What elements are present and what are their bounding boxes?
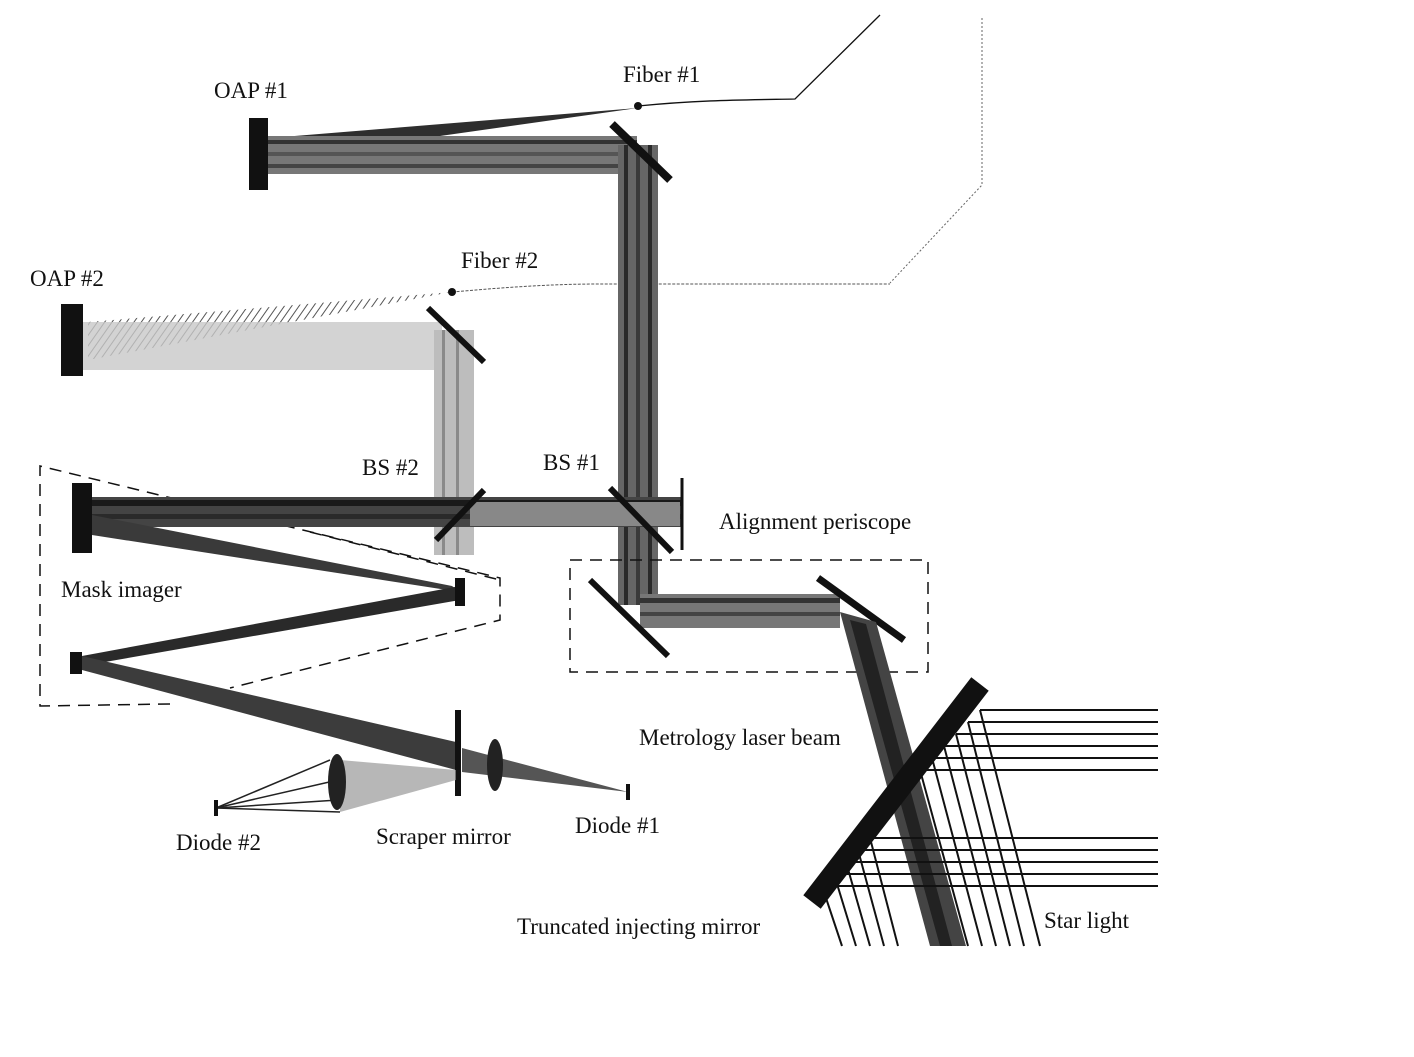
oap1-mirror [249, 118, 268, 190]
fiber-1-tip [634, 102, 642, 110]
oap2-mirror [61, 304, 83, 376]
label-bs1: BS #1 [543, 450, 600, 475]
mask-imager-mirror-left [70, 652, 82, 674]
diode2-lens [328, 754, 346, 810]
fiber-2-line [451, 283, 890, 293]
truncated-injecting-mirror [803, 677, 989, 909]
label-star-light: Star light [1044, 908, 1129, 933]
mask-imager-beam-1 [92, 515, 460, 592]
mask-imager-mirror-top [72, 483, 92, 553]
label-diode1: Diode #1 [575, 813, 660, 838]
label-fiber1: Fiber #1 [623, 62, 701, 87]
label-bs2: BS #2 [362, 455, 419, 480]
diode2-beam [340, 760, 456, 812]
mask-imager-beam-3 [82, 656, 456, 770]
periscope-upper-mirror [815, 575, 907, 643]
mask-imager-beam-2 [82, 586, 460, 666]
fiber-1-dotted-loop [889, 18, 983, 284]
label-oap2: OAP #2 [30, 266, 104, 291]
fiber-1-line [637, 14, 881, 107]
fold-mirror-1 [609, 121, 673, 183]
oap2-collimated-beam [82, 322, 442, 370]
label-oap1: OAP #1 [214, 78, 288, 103]
mask-imager-mirror-right [455, 578, 465, 606]
label-alignment-periscope: Alignment periscope [719, 509, 912, 534]
label-metrology-laser-beam: Metrology laser beam [639, 725, 841, 750]
label-mask-imager: Mask imager [61, 577, 182, 602]
diode1-lens [487, 739, 503, 791]
star-light-rays [821, 709, 1158, 947]
label-diode2: Diode #2 [176, 830, 261, 855]
fiber-2-tip [448, 288, 456, 296]
label-scraper-mirror: Scraper mirror [376, 824, 511, 849]
fold-mirror-2 [425, 305, 487, 365]
label-fiber2: Fiber #2 [461, 248, 539, 273]
diode1-beam [462, 748, 628, 792]
bs2-splitter [433, 487, 487, 543]
label-truncated-injecting-mirror: Truncated injecting mirror [517, 914, 761, 939]
periscope-box [569, 559, 929, 673]
periscope-lower-mirror [587, 577, 671, 659]
bs1-splitter [607, 485, 675, 555]
